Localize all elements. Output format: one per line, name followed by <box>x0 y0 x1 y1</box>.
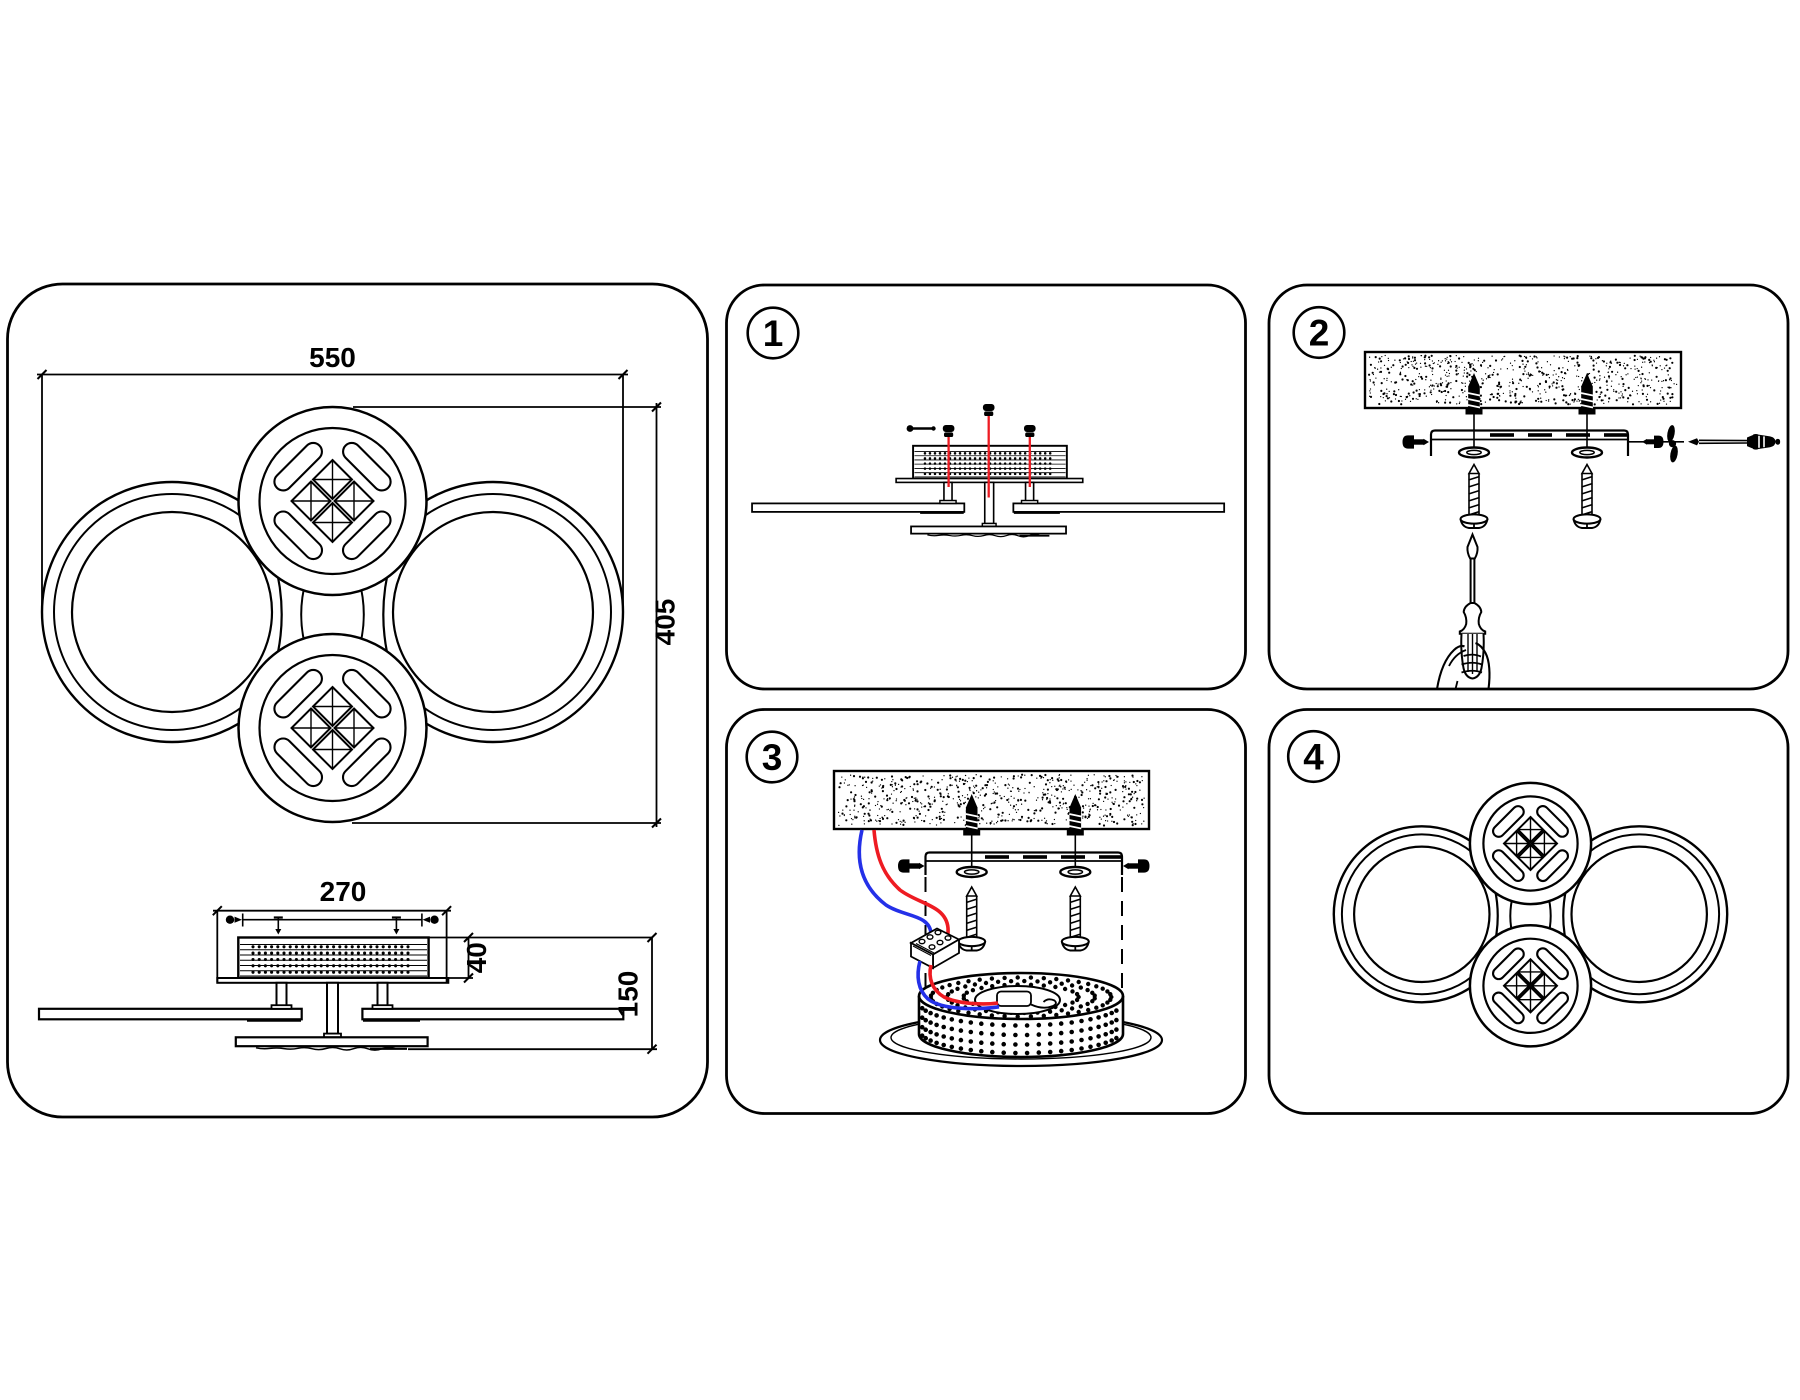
svg-text:150: 150 <box>613 971 644 1018</box>
svg-text:2: 2 <box>1309 313 1330 354</box>
svg-text:4: 4 <box>1303 737 1324 778</box>
svg-text:3: 3 <box>762 737 783 778</box>
svg-text:1: 1 <box>763 313 784 354</box>
svg-text:40: 40 <box>461 942 492 973</box>
svg-text:405: 405 <box>650 599 681 646</box>
svg-text:550: 550 <box>309 342 356 373</box>
svg-text:270: 270 <box>320 876 367 907</box>
